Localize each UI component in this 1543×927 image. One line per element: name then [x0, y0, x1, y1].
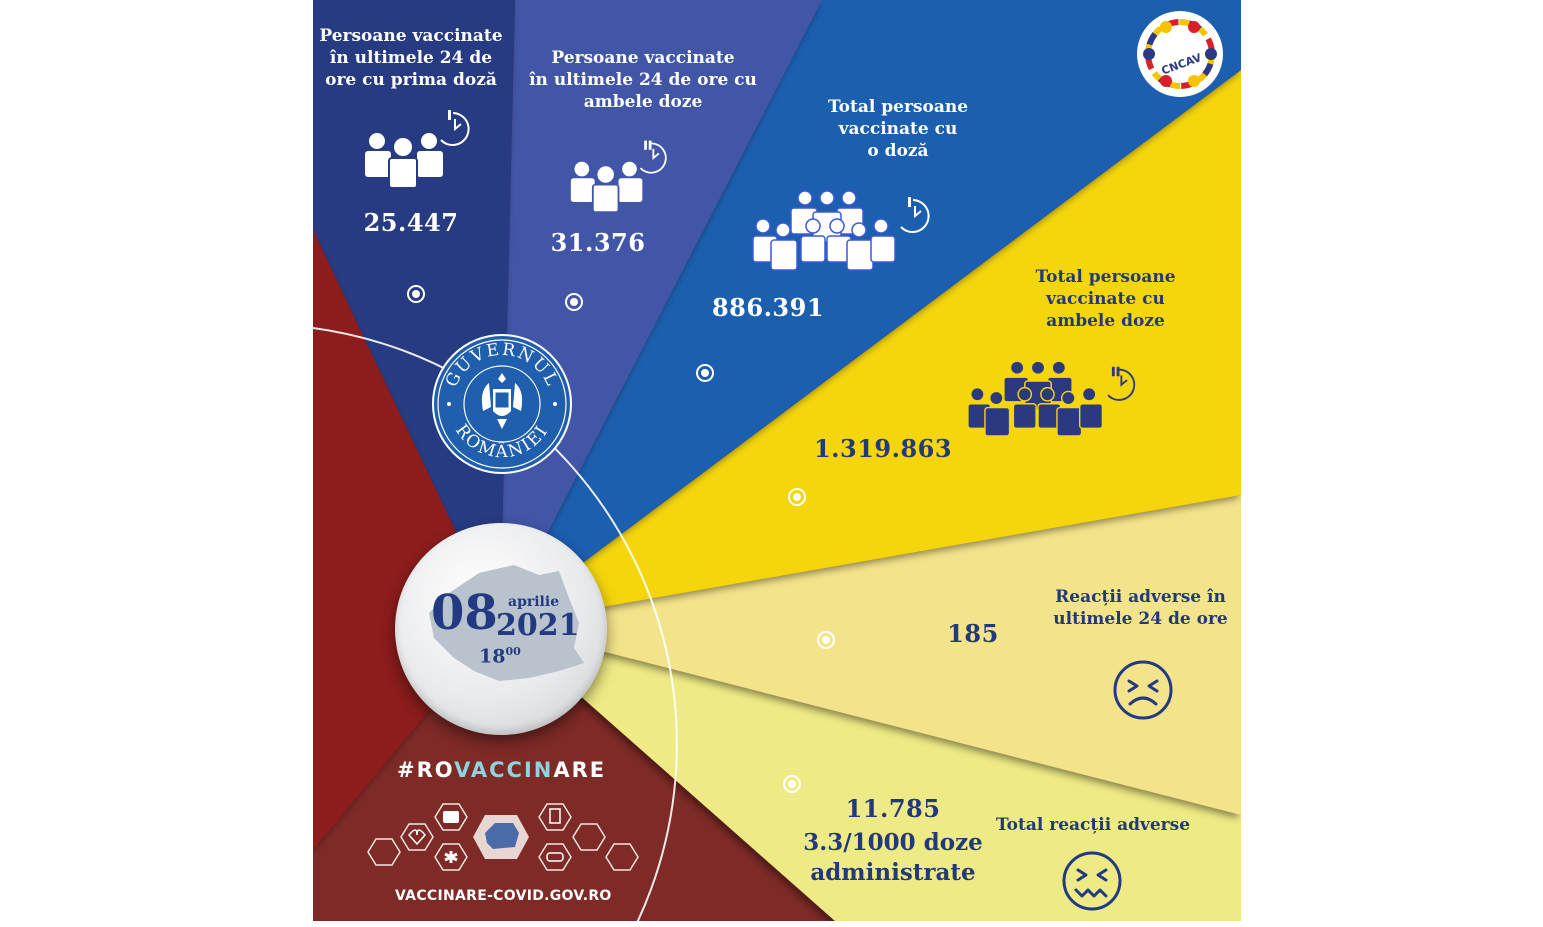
- face-mask-icon: [538, 843, 572, 871]
- health-icons-hexagon-cluster: [367, 803, 639, 871]
- stat-total-one-dose-value: 886.391: [711, 293, 825, 322]
- stat-adverse-total-label: Total reacții adverse: [995, 815, 1191, 835]
- heart-pulse-icon: [400, 823, 434, 851]
- clipboard-icon: [538, 803, 572, 831]
- medical-star-icon: [434, 843, 468, 871]
- hand-wash-icon: [572, 823, 606, 851]
- stat-first-dose-24h-label: Persoane vaccinate în ultimele 24 de ore…: [319, 26, 503, 91]
- radial-wedge-background: [313, 0, 1241, 921]
- crowd-clock-icon: [752, 190, 930, 271]
- hashtag: #ROVACCINARE: [397, 758, 607, 782]
- date-time: 1800: [479, 645, 521, 668]
- stat-total-both-doses-label: Total persoane vaccinate cu ambele doze: [1035, 267, 1176, 332]
- stat-adverse-24h-label: Reacții adverse în ultimele 24 de ore: [1053, 587, 1228, 630]
- cncav-logo: CNCAV: [1137, 11, 1223, 97]
- queasy-face-icon: [1062, 851, 1122, 911]
- sad-face-icon: [1113, 660, 1173, 720]
- stat-first-dose-24h-value: 25.447: [363, 208, 459, 237]
- stat-adverse-rate: 3.3/1000 doze administrate: [803, 829, 983, 886]
- group-clock-icon: [365, 110, 470, 189]
- government-seal-logo: GUVERNUL ROMÂNIEI: [432, 334, 572, 474]
- date-month: aprilie: [508, 594, 560, 610]
- group-clock-icon: [570, 140, 667, 214]
- stethoscope-icon: [367, 838, 401, 866]
- social-distance-icon: [605, 843, 639, 871]
- romania-map-icon: [429, 565, 584, 681]
- stat-total-one-dose-label: Total persoane vaccinate cu o doză: [827, 97, 969, 162]
- first-aid-kit-icon: [434, 803, 468, 831]
- stat-total-both-doses-value: 1.319.863: [813, 434, 953, 463]
- date-day: 08: [431, 585, 498, 641]
- stat-adverse-24h-value: 185: [947, 619, 999, 648]
- stat-adverse-total-value: 11.785: [845, 794, 941, 823]
- date-year: 2021: [496, 608, 580, 643]
- crowd-clock-icon: [967, 360, 1136, 437]
- stat-both-doses-24h-label: Persoane vaccinate în ultimele 24 de ore…: [529, 48, 757, 113]
- vaccination-infographic: GUVERNUL ROMÂNIEI CNCAV Persoane vaccina…: [313, 0, 1241, 921]
- stat-both-doses-24h-value: 31.376: [550, 228, 646, 257]
- date-disc: [395, 523, 607, 735]
- website-link[interactable]: VACCINARE-COVID.GOV.RO: [395, 888, 612, 904]
